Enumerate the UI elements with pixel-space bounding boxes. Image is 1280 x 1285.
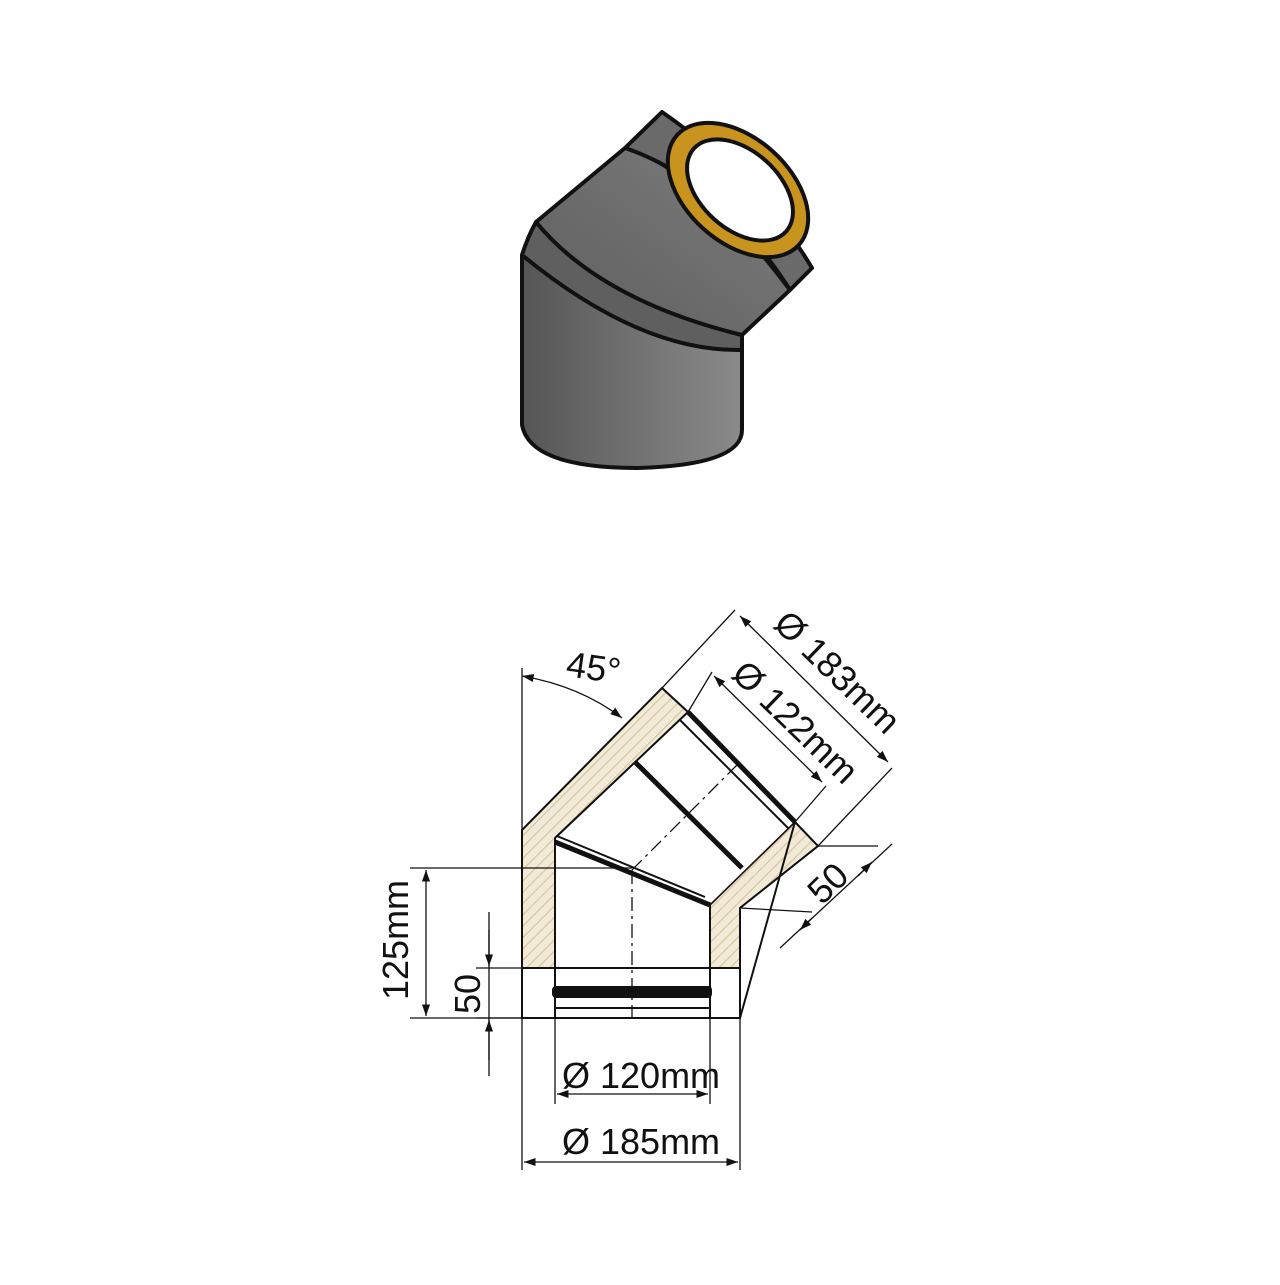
label-angle: 45° (564, 643, 624, 691)
inner-flue-opening (685, 137, 795, 243)
label-top-sleeve: 50 (799, 854, 856, 911)
insulation-right-wall (709, 820, 820, 969)
elbow-3d-view (520, 110, 814, 470)
dim-line-122 (713, 675, 823, 783)
label-bottom-sleeve: 50 (447, 974, 488, 1014)
dimensions (410, 609, 893, 1170)
dimension-labels: 45° Ø 183mm Ø 122mm 50 125mm 50 Ø 120mm … (375, 602, 909, 1162)
angle-arc (521, 673, 623, 719)
upper-inner-wall (554, 711, 689, 839)
dim-line-50-top (779, 843, 893, 949)
label-outer-bottom-diameter: Ø 185mm (562, 1121, 720, 1162)
insulation-left-wall (521, 686, 690, 969)
elbow-section-view (521, 686, 820, 1022)
label-inner-bottom-diameter: Ø 120mm (562, 1055, 720, 1096)
label-height: 125mm (375, 880, 416, 1000)
upper-joint (633, 760, 744, 870)
upper-inner-wall-right-2 (679, 719, 789, 829)
miter-joint-inner (556, 835, 706, 898)
